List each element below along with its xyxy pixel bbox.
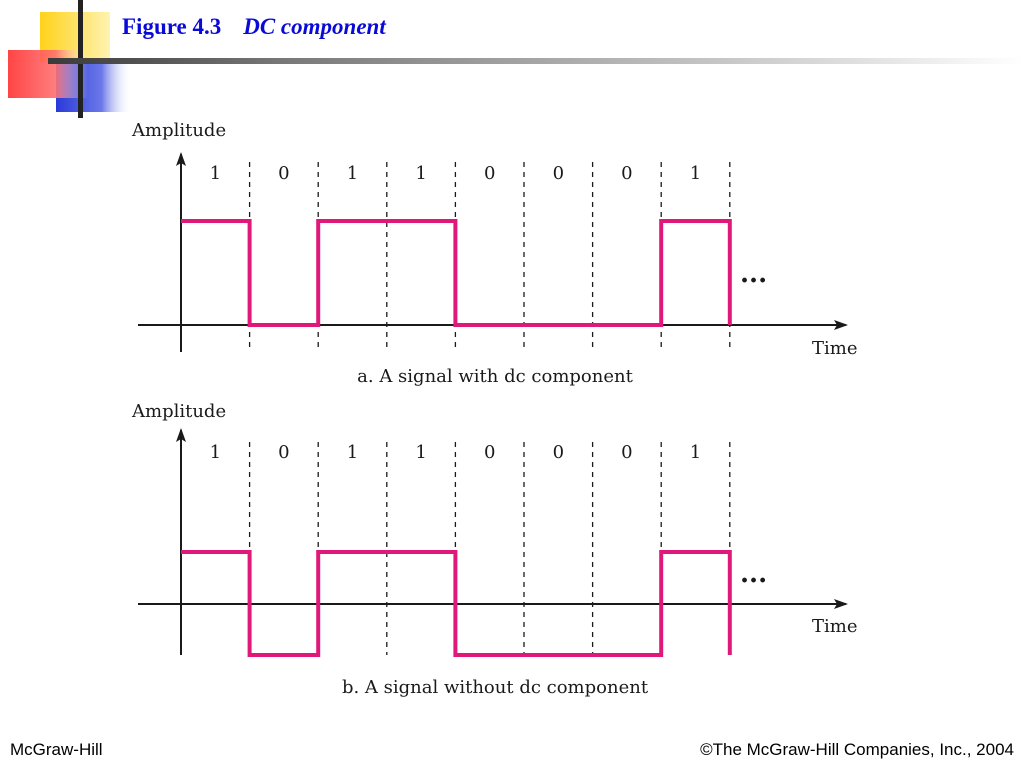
panel-b-bit-label-4: 0 (484, 442, 495, 463)
panel-b-caption: b. A signal without dc component (342, 677, 649, 698)
panel-a: Amplitude Time 1 0 1 1 0 0 0 1 ... a. A signal … (131, 120, 857, 387)
panel-a-signal-waveform (181, 219, 732, 327)
figure-number: Figure 4.3 (122, 14, 222, 39)
corner-decoration (8, 0, 132, 118)
panel-a-bit-label-2: 1 (347, 163, 358, 184)
panel-b-bit-label-1: 0 (278, 442, 289, 463)
slide-title: Figure 4.3 DC component (122, 14, 386, 40)
panel-a-caption: a. A signal with dc component (357, 366, 633, 387)
header-rule (48, 58, 1024, 64)
panel-b-bit-label-6: 0 (621, 442, 632, 463)
panel-b-bit-label-2: 1 (347, 442, 358, 463)
panel-a-bit-label-5: 0 (553, 163, 564, 184)
panel-a-bit-labels: 1 0 1 1 0 0 0 1 (210, 163, 702, 184)
panel-b-bit-label-5: 0 (553, 442, 564, 463)
panel-a-continuation: ... (740, 259, 767, 289)
panel-b-bit-labels: 1 0 1 1 0 0 0 1 (210, 442, 702, 463)
panel-a-x-axis-label: Time (812, 338, 857, 359)
panel-b-bit-label-7: 1 (690, 442, 701, 463)
panel-a-bit-label-0: 1 (210, 163, 221, 184)
panel-b-bit-label-0: 1 (210, 442, 221, 463)
panel-b-y-axis-label: Amplitude (131, 401, 226, 422)
panel-b-continuation: ... (740, 559, 767, 589)
panel-b-bit-label-3: 1 (415, 442, 426, 463)
panel-b-signal-waveform (181, 550, 732, 657)
panel-a-bit-label-7: 1 (690, 163, 701, 184)
panel-a-y-axis-label: Amplitude (131, 120, 226, 141)
footer-copyright: ©The McGraw-Hill Companies, Inc., 2004 (700, 740, 1014, 759)
panel-a-bit-label-4: 0 (484, 163, 495, 184)
panel-b-bit-dividers (248, 442, 731, 655)
panel-b-x-axis-label: Time (812, 616, 857, 637)
figure-name: DC component (243, 14, 386, 39)
panel-a-bit-label-3: 1 (415, 163, 426, 184)
footer-publisher: McGraw-Hill (10, 740, 103, 759)
panel-b: Amplitude Time 1 0 1 1 0 0 0 1 ... b. A signal … (131, 401, 857, 698)
panel-a-bit-label-6: 0 (621, 163, 632, 184)
panel-a-bit-label-1: 0 (278, 163, 289, 184)
